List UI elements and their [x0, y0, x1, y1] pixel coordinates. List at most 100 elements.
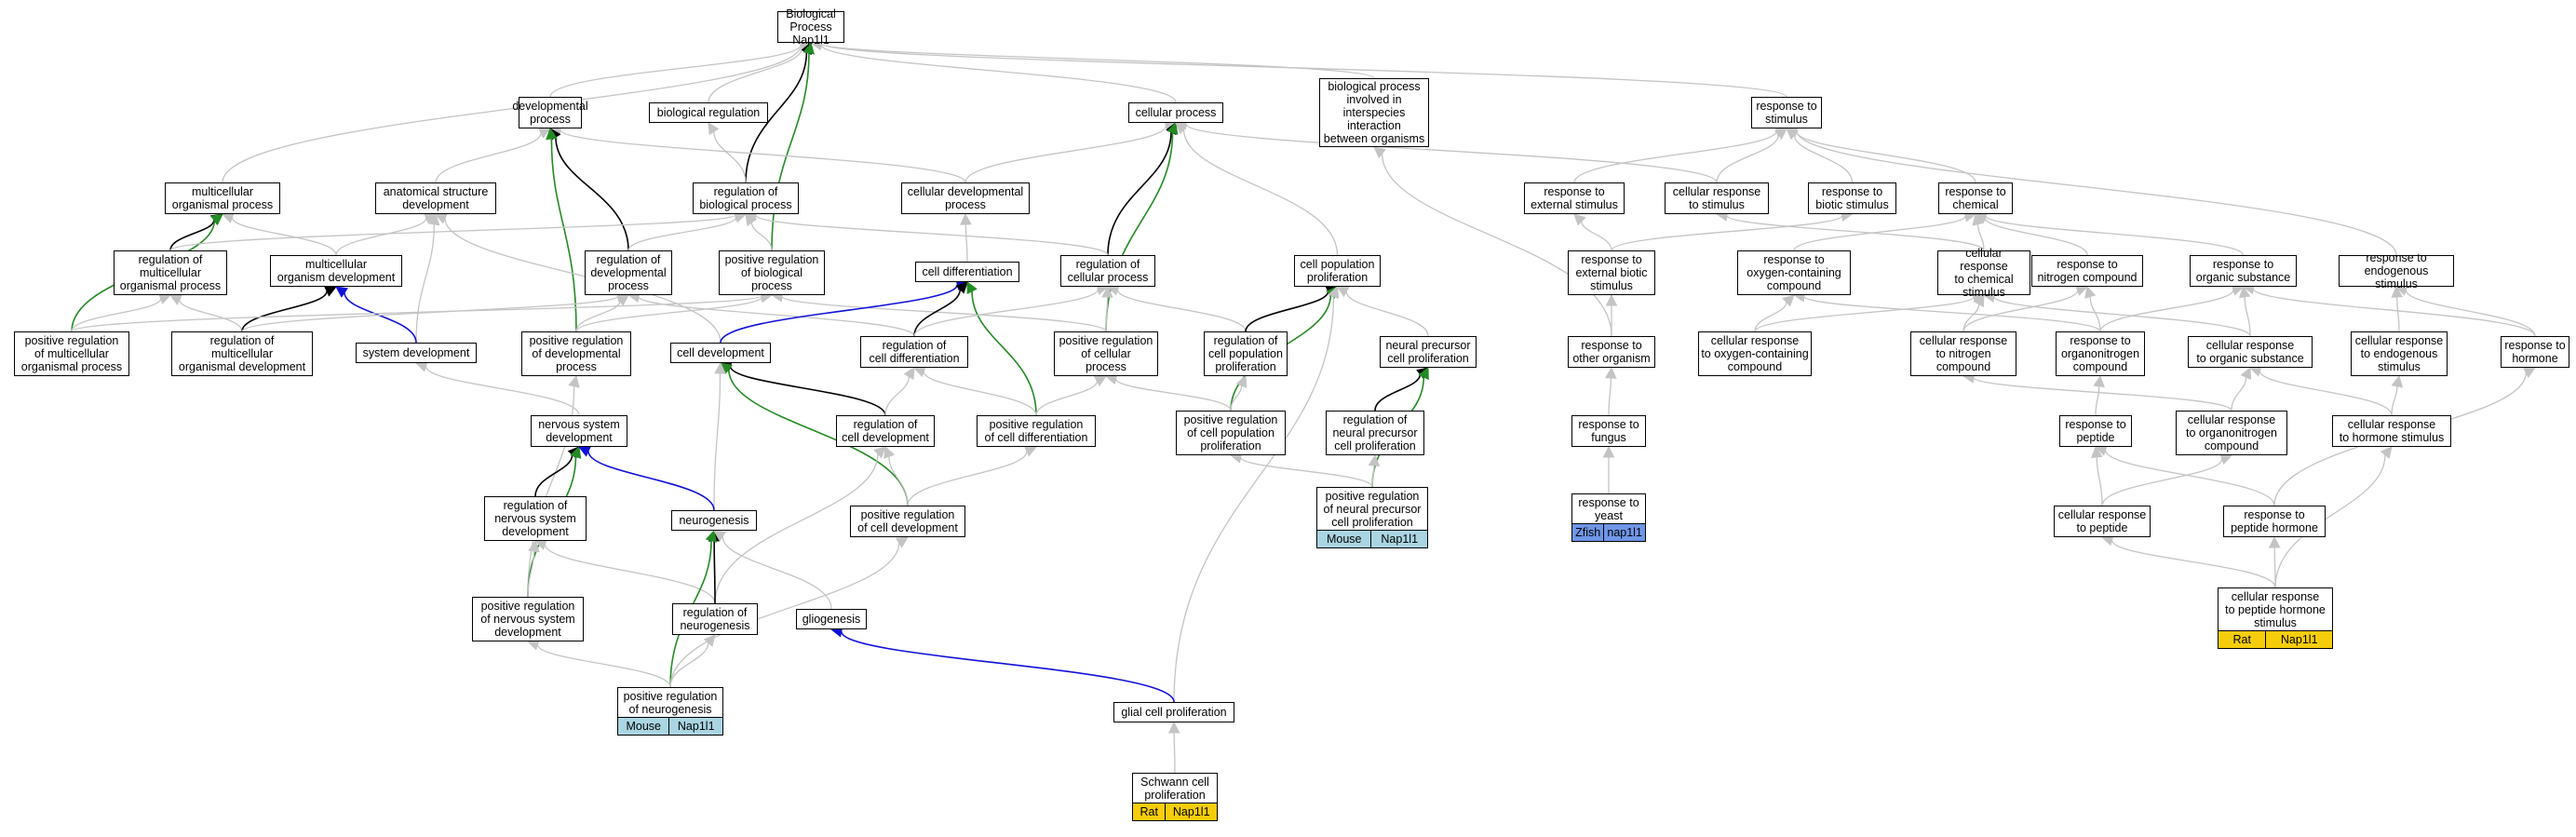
go-term-posregcellproc[interactable]: positive regulation of cellular process [1054, 331, 1158, 376]
go-term-regcellpop[interactable]: regulation of cell population proliferat… [1204, 331, 1288, 376]
go-term-regneural[interactable]: regulation of neural precursor cell prol… [1326, 411, 1424, 455]
go-term-cellresphorm[interactable]: cellular response to hormone stimulus [2332, 415, 2451, 447]
go-term-cellrespnitro[interactable]: cellular response to nitrogen compound [1910, 331, 2016, 376]
edge-posregneurogen-to-posregnervdev [536, 644, 671, 688]
go-term-glialprolif[interactable]: glial cell proliferation [1113, 702, 1234, 722]
arrowhead-posregcelldev-to-regcelldev [883, 445, 895, 459]
go-term-cellrespchem[interactable]: cellular response to chemical stimulus [1937, 247, 2030, 299]
gene-label: Nap1l1 [1370, 531, 1427, 548]
go-term-bioreg[interactable]: biological regulation [649, 102, 768, 123]
edge-resphorm-to-resporgsub [2252, 288, 2536, 337]
go-term-respnitro[interactable]: response to nitrogen compound [2031, 255, 2143, 287]
arrowhead-posregnervdev-to-nervdev [570, 445, 582, 459]
go-term-interspecies[interactable]: biological process involved in interspec… [1319, 78, 1429, 147]
go-term-posregmulti[interactable]: positive regulation of multicellular org… [14, 331, 129, 376]
go-term-multiproc[interactable]: multicellular organismal process [165, 182, 280, 214]
go-term-anatdev[interactable]: anatomical structure development [375, 182, 496, 214]
edge-cellrespchem-to-respchem [1976, 223, 1985, 251]
go-term-resporgsub[interactable]: response to organic substance [2190, 255, 2297, 287]
go-term-resporganonitro[interactable]: response to organonitrogen compound [2056, 331, 2145, 376]
go-term-respother[interactable]: response to other organism [1568, 336, 1655, 368]
go-term-regmultidev[interactable]: regulation of multicellular organismal d… [171, 331, 313, 376]
arrowhead-celldiff-to-celldevproc [960, 212, 972, 225]
go-term-resppeptidehorm[interactable]: response to peptide hormone [2223, 506, 2326, 537]
go-term-bp[interactable]: Biological Process Nap1l1 [777, 7, 844, 47]
go-term-cellrespoxy[interactable]: cellular response to oxygen-containing c… [1698, 331, 1812, 376]
go-term-schwann[interactable]: Schwann cell proliferation [1132, 773, 1218, 804]
go-term-cellpopprolif[interactable]: cell population proliferation [1294, 255, 1381, 287]
go-term-regcellproc[interactable]: regulation of cellular process [1060, 255, 1155, 287]
go-term-regcelldiff[interactable]: regulation of cell differentiation [860, 336, 968, 368]
go-term-respoxy[interactable]: response to oxygen-containing compound [1737, 250, 1851, 295]
go-term-resppeptide[interactable]: response to peptide [2059, 415, 2132, 447]
go-term-sysdev[interactable]: system development [356, 343, 477, 363]
go-term-cellresporganonitro[interactable]: cellular response to organonitrogen comp… [2176, 411, 2287, 455]
arrowhead-gliogenesis-to-neurogenesis [713, 530, 727, 542]
arrowhead-regneurogen-to-regcelldev [873, 446, 886, 459]
edge-regmultidev-to-regmulti [179, 299, 243, 332]
go-term-posregcelldev[interactable]: positive regulation of cell development [850, 506, 965, 537]
edge-cellresphorm-to-cellrespendo [2391, 385, 2398, 416]
go-term-nervdev[interactable]: nervous system development [531, 415, 627, 447]
edge-celldevproc-to-devproc [560, 128, 966, 183]
go-term-respyeast[interactable]: response to yeast [1571, 493, 1646, 525]
go-term-respstim[interactable]: response to stimulus [1751, 97, 1822, 128]
go-term-cellresp[interactable]: cellular response to stimulus [1665, 182, 1769, 214]
edge-schwann-to-glialprolif [1173, 732, 1176, 774]
edge-multidev-to-anatdev [335, 217, 427, 256]
go-term-posregneurogen[interactable]: positive regulation of neurogenesis [617, 687, 723, 719]
go-term-regnervdev[interactable]: regulation of nervous system development [484, 496, 587, 541]
go-term-posregcelldiff[interactable]: positive regulation of cell differentiat… [977, 415, 1096, 447]
edge-posregneural-to-posregcellpop [1240, 456, 1373, 488]
go-term-regneurogen[interactable]: regulation of neurogenesis [672, 603, 758, 635]
edge-resporganonitro-to-resporgsub [2099, 290, 2234, 332]
arrowhead-regmultidev-to-regmulti [169, 294, 183, 305]
go-term-neurogenesis[interactable]: neurogenesis [671, 510, 757, 531]
go-term-cellresppeptidehorm[interactable]: cellular response to peptide hormone sti… [2218, 587, 2333, 632]
go-term-cellresporgsub[interactable]: cellular response to organic substance [2188, 336, 2313, 368]
arrowhead-cellresppeptide-to-cellresporganonitro [2219, 453, 2233, 466]
edge-regcelldiff-to-regcellproc [913, 289, 1099, 337]
edge-glialprolif-to-gliogenesis [840, 630, 1175, 703]
go-term-posregdev[interactable]: positive regulation of developmental pro… [521, 331, 631, 376]
go-term-regbio[interactable]: regulation of biological process [693, 182, 799, 214]
go-term-respext[interactable]: response to external stimulus [1524, 182, 1625, 214]
go-term-respendo[interactable]: response to endogenous stimulus [2339, 251, 2454, 290]
edge-cellresppeptide-to-resppeptide [2096, 456, 2103, 506]
go-term-celldiff[interactable]: cell differentiation [915, 262, 1019, 282]
go-term-respextbiotic[interactable]: response to external biotic stimulus [1568, 250, 1655, 295]
edge-posregcelldev-to-celldev [727, 369, 909, 506]
go-term-respfungus[interactable]: response to fungus [1571, 415, 1646, 447]
go-term-posregcellpop[interactable]: positive regulation of cell population p… [1176, 411, 1286, 455]
go-term-cellresppeptide[interactable]: cellular response to peptide [2054, 506, 2151, 537]
go-term-multidev[interactable]: multicellular organism development [270, 255, 402, 287]
go-term-resphorm[interactable]: response to hormone [2501, 336, 2569, 368]
go-term-devproc[interactable]: developmental process [512, 97, 588, 128]
edge-anatdev-to-devproc [435, 132, 542, 183]
edge-cellproc-to-bp [820, 44, 1177, 103]
edge-respfungus-to-respother [1608, 377, 1612, 416]
go-term-celldevproc[interactable]: cellular developmental process [901, 182, 1030, 214]
edge-regneural-to-neuralprec [1374, 373, 1422, 412]
go-term-cellproc[interactable]: cellular process [1128, 102, 1223, 123]
go-term-posregbio[interactable]: positive regulation of biological proces… [719, 250, 825, 295]
go-term-regmulti[interactable]: regulation of multicellular organismal p… [114, 250, 227, 295]
go-term-respchem[interactable]: response to chemical [1938, 182, 2013, 214]
go-term-gliogenesis[interactable]: gliogenesis [796, 609, 867, 629]
go-term-posregnervdev[interactable]: positive regulation of nervous system de… [472, 597, 584, 641]
go-term-cellrespendo[interactable]: cellular response to endogenous stimulus [2351, 331, 2448, 376]
go-term-regdevproc[interactable]: regulation of developmental process [585, 250, 672, 295]
edge-posregmulti-to-posregbio [71, 294, 762, 332]
go-term-posregneural[interactable]: positive regulation of neural precursor … [1316, 487, 1428, 532]
edge-posregneural-to-regneural [1371, 465, 1375, 488]
go-term-celldev[interactable]: cell development [670, 343, 771, 363]
go-term-respbiotic[interactable]: response to biotic stimulus [1808, 182, 1896, 214]
edge-regcellproc-to-regbio [755, 214, 1109, 256]
go-term-regcelldev[interactable]: regulation of cell development [836, 415, 935, 447]
go-term-neuralprec[interactable]: neural precursor cell proliferation [1380, 336, 1477, 368]
